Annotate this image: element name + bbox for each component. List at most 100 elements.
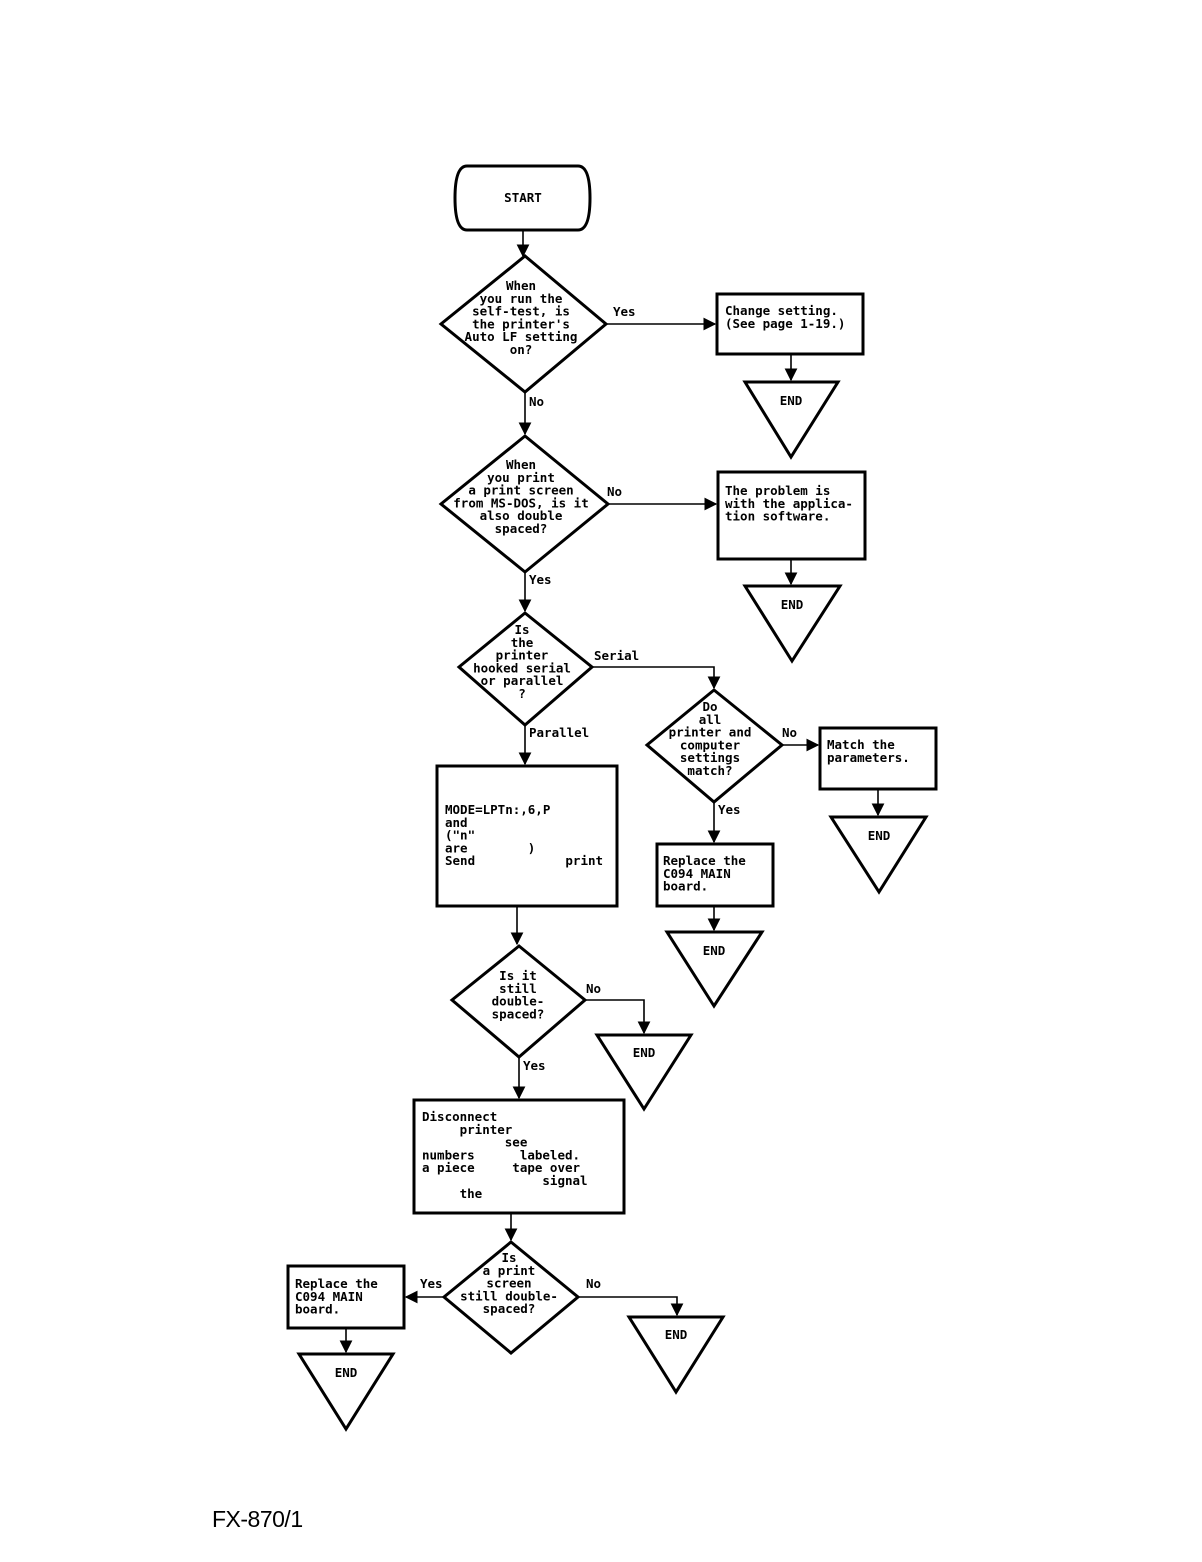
text-line: numbers labeled. xyxy=(422,1147,580,1162)
node-end-7: END xyxy=(626,1315,726,1395)
text-line: The problem is xyxy=(725,483,830,498)
text-line: Auto LF setting xyxy=(465,329,578,344)
node-end-1: END xyxy=(742,380,841,460)
connectors xyxy=(339,230,885,1354)
text-line: ("n" xyxy=(445,828,475,843)
label-printscreen-no: No xyxy=(607,484,622,499)
text-line: or parallel xyxy=(481,673,564,688)
node-end-3: END xyxy=(828,815,929,895)
label-ps-still-yes: Yes xyxy=(420,1276,443,1291)
text-line: (See page 1-19.) xyxy=(725,316,845,331)
text-line: board. xyxy=(295,1302,340,1317)
text-line: spaced? xyxy=(495,521,548,536)
text-line: see xyxy=(422,1135,528,1150)
text-line: screen xyxy=(486,1276,531,1291)
text-line: on? xyxy=(510,342,533,357)
text-line: printer xyxy=(422,1122,513,1137)
text-line: spaced? xyxy=(492,1006,545,1021)
text-line: from MS-DOS, is it xyxy=(453,495,588,510)
text-line: MODE=LPTn:,6,P xyxy=(445,802,550,817)
text-line: hooked serial xyxy=(473,660,571,675)
text-line: ? xyxy=(518,686,526,701)
text-line: you run the xyxy=(480,291,563,306)
text-line: Match the xyxy=(827,737,895,752)
text-line: also double xyxy=(480,508,563,523)
end-1-label: END xyxy=(780,393,803,408)
change-setting-text: Change setting.(See page 1-19.) xyxy=(725,303,845,331)
text-line: parameters. xyxy=(827,750,910,765)
end-4-label: END xyxy=(703,943,726,958)
label-autolf-yes: Yes xyxy=(613,304,636,319)
label-still-double-no: No xyxy=(586,981,601,996)
start-label: START xyxy=(504,190,542,205)
end-2-label: END xyxy=(781,597,804,612)
text-line: When xyxy=(506,278,536,293)
label-ps-still-no: No xyxy=(586,1276,601,1291)
text-line: a print screen xyxy=(468,483,573,498)
edge-q5-no xyxy=(585,999,651,1035)
text-line: still xyxy=(499,981,537,996)
text-line: the xyxy=(422,1186,483,1201)
text-line: the xyxy=(511,635,534,650)
end-5-label: END xyxy=(633,1045,656,1060)
node-end-4: END xyxy=(664,930,765,1009)
text-line: printer xyxy=(496,648,549,663)
label-printscreen-yes: Yes xyxy=(529,572,552,587)
edge-serial xyxy=(592,666,721,690)
node-end-5: END xyxy=(594,1033,694,1112)
text-line: tion software. xyxy=(725,509,830,524)
label-settings-yes: Yes xyxy=(718,802,741,817)
text-line: Change setting. xyxy=(725,303,838,318)
text-line: computer xyxy=(680,737,741,752)
text-line: you print xyxy=(487,470,555,485)
node-end-2: END xyxy=(742,584,843,664)
label-settings-no: No xyxy=(782,725,797,740)
label-serial: Serial xyxy=(594,648,639,663)
text-line: C094 MAIN xyxy=(295,1289,363,1304)
node-change-setting: Change setting.(See page 1-19.) xyxy=(715,292,865,356)
text-line: and xyxy=(445,815,468,830)
text-line: Disconnect xyxy=(422,1109,497,1124)
label-parallel: Parallel xyxy=(529,725,589,740)
text-line: Send print xyxy=(445,853,603,868)
text-line: Is xyxy=(501,1250,516,1265)
text-line: Do xyxy=(702,699,717,714)
node-start: START xyxy=(453,164,592,232)
label-autolf-no: No xyxy=(529,394,544,409)
end-3-label: END xyxy=(868,828,891,843)
label-still-double-yes: Yes xyxy=(523,1058,546,1073)
edge-labels: Yes No No Yes Serial Parallel No Yes No … xyxy=(420,304,797,1291)
text-line: spaced? xyxy=(483,1301,536,1316)
text-line: self-test, is xyxy=(472,304,570,319)
page-footer-code: FX-870/1 xyxy=(212,1506,303,1532)
text-line: Replace the xyxy=(295,1276,378,1291)
text-line: are ) xyxy=(445,840,535,855)
text-line: a print xyxy=(483,1263,536,1278)
text-line: signal xyxy=(422,1173,588,1188)
text-line: When xyxy=(506,457,536,472)
text-line: match? xyxy=(687,763,732,778)
text-line: settings xyxy=(680,750,740,765)
text-line: the printer's xyxy=(472,316,570,331)
node-end-6: END xyxy=(296,1352,396,1432)
